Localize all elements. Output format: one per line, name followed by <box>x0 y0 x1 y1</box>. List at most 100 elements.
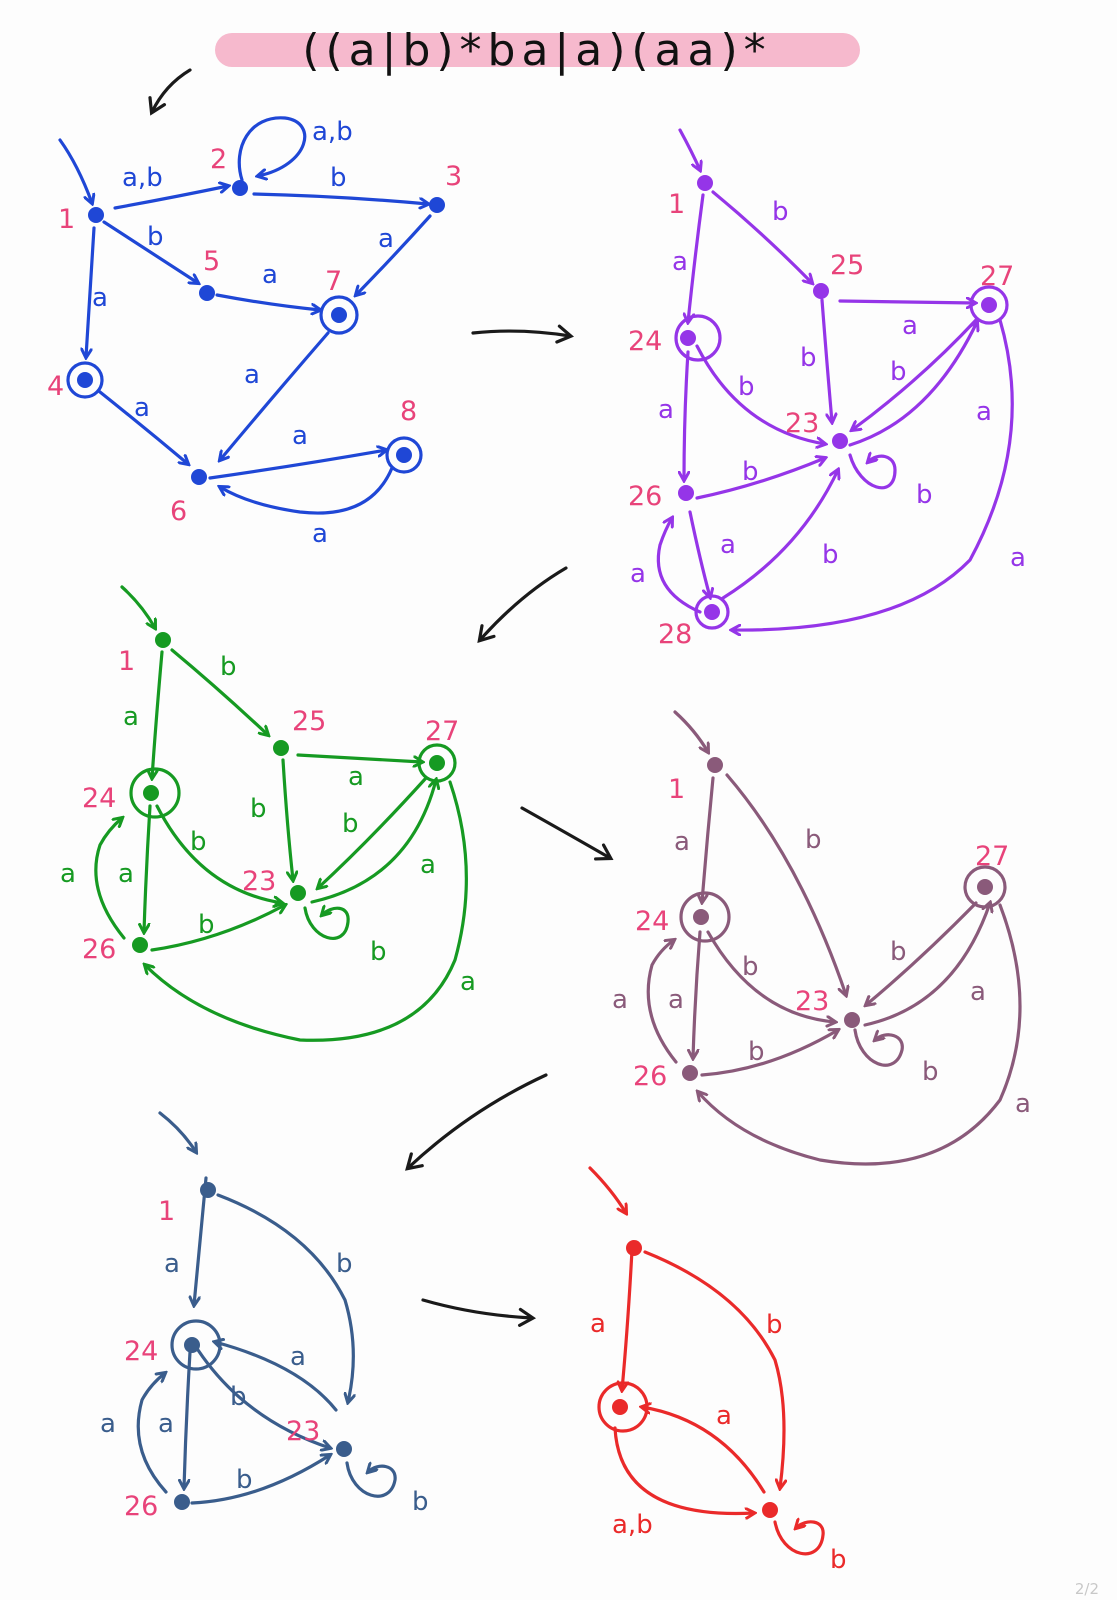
nfa-edge-8-6 <box>220 466 394 515</box>
step3-accept-ring-27 <box>417 743 457 783</box>
nfa-num-4: 4 <box>47 371 64 402</box>
step3-edge-26-23 <box>150 905 285 952</box>
nfa-num-2: 2 <box>210 144 227 175</box>
dfa-state-27 <box>981 297 997 313</box>
dfa-label-25-23: b <box>800 343 817 373</box>
step3-label-loop-23: b <box>370 937 387 967</box>
step3-edge-1-25 <box>170 648 268 735</box>
dfa-label-1-24: a <box>672 247 688 277</box>
step3-label-26-23: b <box>198 910 215 940</box>
step4-state-1 <box>707 757 723 773</box>
step3-state-24 <box>143 785 159 801</box>
nfa-edge-5-7 <box>215 293 320 310</box>
step4-start-arrow <box>673 710 708 752</box>
dfa-state-26 <box>678 485 694 501</box>
dfa-num-25: 25 <box>830 250 864 281</box>
step5-label-loop-23: b <box>412 1487 429 1517</box>
step4-edge-27-23 <box>866 901 978 1005</box>
nfa-label-e76: a <box>244 360 260 390</box>
nfa-state-3 <box>429 197 445 213</box>
nfa-edge-7-6 <box>220 331 330 460</box>
dfa-edge-27-28 <box>732 318 1014 630</box>
step3-num-27: 27 <box>425 716 459 747</box>
step4-edge-1-23 <box>725 773 846 995</box>
dfa-label-1-25: b <box>772 197 789 227</box>
final-start-arrow <box>588 1166 626 1213</box>
step4-label-27-26: a <box>1015 1089 1031 1119</box>
step4-state-24 <box>693 909 709 925</box>
step3-edge-24-23 <box>155 804 282 903</box>
dfa-label-28-26: a <box>630 559 646 589</box>
step3-diagram: b a a b b a b a a b b a <box>60 585 476 1042</box>
nfa-state-1 <box>88 207 104 223</box>
dfa-edge-26-23 <box>695 458 825 500</box>
arrow-step3-to-step4 <box>520 806 614 861</box>
dfa-label-26-28: a <box>720 530 736 560</box>
final-label-a2: a <box>716 1401 732 1431</box>
step5-edge-26-24 <box>136 1373 166 1494</box>
step5-num-1: 1 <box>158 1196 175 1227</box>
step3-edge-27-23 <box>318 776 428 888</box>
dfa-edge-25-27 <box>838 301 975 303</box>
step5-label-23-24: a <box>290 1342 306 1372</box>
dfa-edge-24-23 <box>695 344 825 444</box>
nfa-label-e86: a <box>312 519 328 549</box>
step5-num-23: 23 <box>286 1416 320 1447</box>
step4-label-26-24: a <box>612 985 628 1015</box>
dfa-label-24-26: a <box>658 395 674 425</box>
arrow-dfa-to-step3 <box>477 566 568 644</box>
final-label-b: b <box>766 1310 783 1340</box>
nfa-edge-1-4 <box>86 226 96 357</box>
nfa-num-6: 6 <box>170 496 187 527</box>
step3-num-23: 23 <box>242 866 276 897</box>
step5-label-1-24: a <box>164 1249 180 1279</box>
step3-label-23-27: a <box>420 850 436 880</box>
arrow-nfa-to-dfa <box>471 324 575 344</box>
step4-state-23 <box>844 1012 860 1028</box>
regex-title: ((a|b)*ba|a)(aa)* <box>302 25 771 76</box>
step5-label-1-23: b <box>336 1249 353 1279</box>
step5-state-26 <box>174 1494 190 1510</box>
final-state-start <box>626 1240 642 1256</box>
dfa-num-23: 23 <box>785 408 819 439</box>
step3-label-24-26: a <box>118 859 134 889</box>
step4-loop-23 <box>853 1028 904 1067</box>
step3-loop-23 <box>303 908 350 940</box>
step3-label-25-23: b <box>250 794 267 824</box>
step5-edge-23-24 <box>215 1342 338 1412</box>
step5-edge-1-23 <box>216 1193 353 1402</box>
step3-label-26-24: a <box>60 859 76 889</box>
arrow-step4-to-step5 <box>405 1073 548 1171</box>
step3-label-1-25: b <box>220 652 237 682</box>
step5-label-26-23: b <box>236 1465 253 1495</box>
step3-state-25 <box>273 740 289 756</box>
step5-state-24 <box>184 1337 200 1353</box>
dfa-edge-28-26 <box>656 518 702 614</box>
step3-edge-1-24 <box>152 650 164 778</box>
step4-diagram: b a b a b a a b b a <box>612 710 1031 1166</box>
nfa-edge-1-5 <box>102 220 198 283</box>
nfa-state-7 <box>331 307 347 323</box>
dfa-edge-1-25 <box>711 190 812 283</box>
step3-num-26: 26 <box>82 934 116 965</box>
step3-label-27-23: b <box>342 809 359 839</box>
nfa-accept-ring-4 <box>66 361 104 399</box>
arrow-step5-to-final <box>421 1298 537 1327</box>
dfa-label-28-23: b <box>822 540 839 570</box>
final-accept-ring <box>597 1381 649 1433</box>
nfa-label-e37: a <box>378 224 394 254</box>
nfa-num-1: 1 <box>58 204 75 235</box>
step5-edge-24-26 <box>184 1350 192 1488</box>
nfa-label-e57: a <box>262 260 278 290</box>
final-edge-start-sink-b <box>643 1250 784 1488</box>
step4-label-27-23: b <box>890 937 907 967</box>
step4-edge-26-24 <box>646 940 678 1064</box>
nfa-label-e12: a,b <box>122 163 163 193</box>
step5-label-24-26: a <box>158 1409 174 1439</box>
dfa-label-23-27: a <box>976 397 992 427</box>
step4-num-24: 24 <box>635 906 669 937</box>
nfa-state-numbers: 1 2 3 4 5 6 7 8 <box>47 144 462 527</box>
dfa-label-25-27: a <box>902 311 918 341</box>
step4-edge-24-26 <box>693 930 702 1058</box>
dfa-edge-1-24 <box>688 193 705 322</box>
